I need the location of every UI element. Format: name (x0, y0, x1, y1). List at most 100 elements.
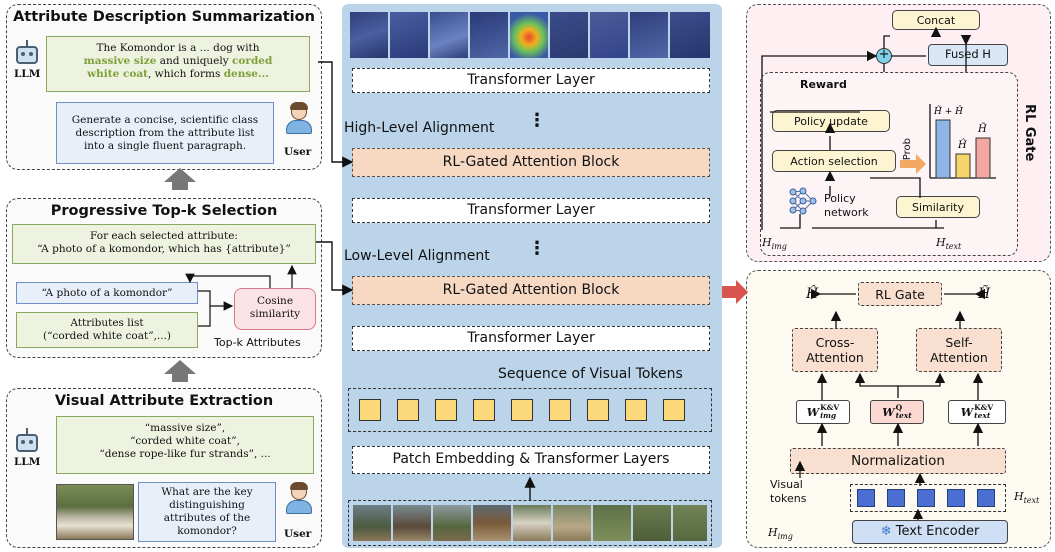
visual-token (435, 399, 457, 421)
llm-summary-box: The Komondor is a ... dog with massive s… (46, 36, 310, 92)
topk-attributes-label: Top-k Attributes (214, 336, 301, 349)
cross-attention-box: Cross-Attention (792, 328, 878, 372)
user-prompt-box: Generate a concise, scientific class des… (56, 102, 274, 164)
patch-embedding-layer: Patch Embedding & Transformer Layers (352, 446, 710, 474)
extracted-line-2: “corded white coat”, (130, 435, 240, 447)
policy-network-label: Policy network (824, 192, 869, 219)
action-selection-box: Action selection (772, 150, 896, 172)
h-img-label: Himg (762, 236, 787, 252)
visual-token (397, 399, 419, 421)
llm-highlight-2: corded (232, 55, 273, 67)
extracted-line-3: “dense rope-like fur strands”, ... (99, 448, 271, 460)
high-level-alignment-label: High-Level Alignment (344, 120, 495, 136)
selected-line-1: For each selected attribute: (90, 230, 238, 242)
user-icon (284, 102, 314, 136)
snowflake-icon: ❄ (880, 524, 892, 539)
visual-token (473, 399, 495, 421)
text-token (887, 489, 905, 507)
visual-token (549, 399, 571, 421)
selected-attribute-box: For each selected attribute: “A photo of… (12, 224, 316, 264)
rl-gate-side-title: RL Gate (1022, 104, 1037, 162)
llm-text-3: , which forms (148, 68, 224, 80)
vertical-dots: ⋮ (528, 110, 546, 131)
topk-title: Progressive Top-k Selection (50, 203, 278, 219)
llm-highlight-1: massive size (83, 55, 157, 67)
attributes-line-1: Attributes list (70, 317, 144, 329)
low-level-alignment-label: Low-Level Alignment (344, 248, 490, 264)
visual-token-sequence (348, 388, 712, 432)
rl-gated-attention-block-low: RL-Gated Attention Block (352, 276, 710, 305)
reward-label: Reward (800, 78, 847, 91)
similarity-box: Similarity (896, 196, 980, 218)
text-token (947, 489, 965, 507)
visual-token (663, 399, 685, 421)
visual-tokens-label: Visual tokens (770, 478, 807, 505)
extracted-line-1: “massive size”, (144, 422, 226, 434)
prob-bar-chart: H̃ + Ĥ Ĥ H̃ (928, 100, 998, 180)
up-arrow-grey-2 (164, 360, 196, 382)
extraction-title: Visual Attribute Extraction (54, 393, 274, 409)
robot-icon (16, 428, 38, 452)
high-level-connector (318, 61, 354, 168)
svg-text:H̃ + Ĥ: H̃ + Ĥ (933, 105, 963, 117)
visual-token (625, 399, 647, 421)
robot-icon (16, 40, 38, 64)
visual-token (359, 399, 381, 421)
llm-label: LLM (14, 456, 41, 468)
text-token (917, 489, 935, 507)
attrs-to-cosine (198, 306, 211, 327)
sequence-visual-tokens-label: Sequence of Visual Tokens (498, 366, 683, 382)
attributes-list-box: Attributes list (“corded white coat”,...… (16, 312, 198, 348)
red-expand-arrow (722, 280, 748, 304)
svg-text:H̃: H̃ (977, 123, 987, 135)
h-text-label: Htext (1014, 490, 1040, 506)
h-text-label: Htext (936, 236, 962, 252)
vertical-dots: ⋮ (528, 238, 546, 259)
user-label: User (284, 528, 312, 540)
question-box: What are the key distinguishing attribut… (138, 482, 276, 542)
text-token (977, 489, 995, 507)
cosine-line-2: similarity (249, 308, 301, 320)
transformer-layer-mid: Transformer Layer (352, 198, 710, 223)
llm-text-2: and uniquely (156, 55, 233, 67)
text-encoder-label: Text Encoder (895, 524, 980, 539)
concat-box: Concat (892, 10, 980, 30)
llm-highlight-3: white coat (87, 68, 148, 80)
h-img-label: Himg (768, 526, 793, 542)
user-icon (284, 482, 314, 516)
selected-line-2: “A photo of a komondor, which has {attri… (37, 243, 291, 255)
attribute-summary-title: Attribute Description Summarization (13, 9, 315, 25)
llm-highlight-4: dense... (223, 68, 269, 80)
text-token (857, 489, 875, 507)
policy-network-icon (788, 186, 818, 216)
attributes-line-2: (“corded white coat”,...) (42, 330, 172, 342)
transformer-layer-low: Transformer Layer (352, 326, 710, 351)
attention-map-strip (350, 12, 710, 58)
rl-gated-attention-block-high: RL-Gated Attention Block (352, 148, 710, 177)
visual-token (511, 399, 533, 421)
add-icon: + (876, 48, 892, 64)
low-level-connector (316, 241, 354, 296)
text-token-sequence (850, 484, 1006, 512)
text-encoder-box: ❄ Text Encoder (852, 520, 1008, 544)
normalization-box: Normalization (790, 448, 1006, 474)
prompt-box: “A photo of a komondor” (16, 282, 198, 304)
input-image-patches (348, 500, 712, 546)
extracted-attributes-box: “massive size”, “corded white coat”, “de… (56, 416, 314, 474)
llm-label: LLM (14, 68, 41, 80)
visual-token (587, 399, 609, 421)
svg-text:Ĥ: Ĥ (957, 139, 967, 151)
user-label: User (284, 146, 312, 158)
rl-gate-box: RL Gate (858, 282, 942, 306)
prompt-to-cosine (198, 290, 234, 311)
up-arrow-grey-1 (164, 168, 196, 190)
llm-text-1: The Komondor is a ... dog with (96, 42, 260, 54)
komondor-photo (56, 484, 134, 540)
cosine-to-prompt (185, 273, 271, 288)
cosine-line-1: Cosine (256, 295, 294, 307)
transformer-layer-top: Transformer Layer (352, 68, 710, 93)
